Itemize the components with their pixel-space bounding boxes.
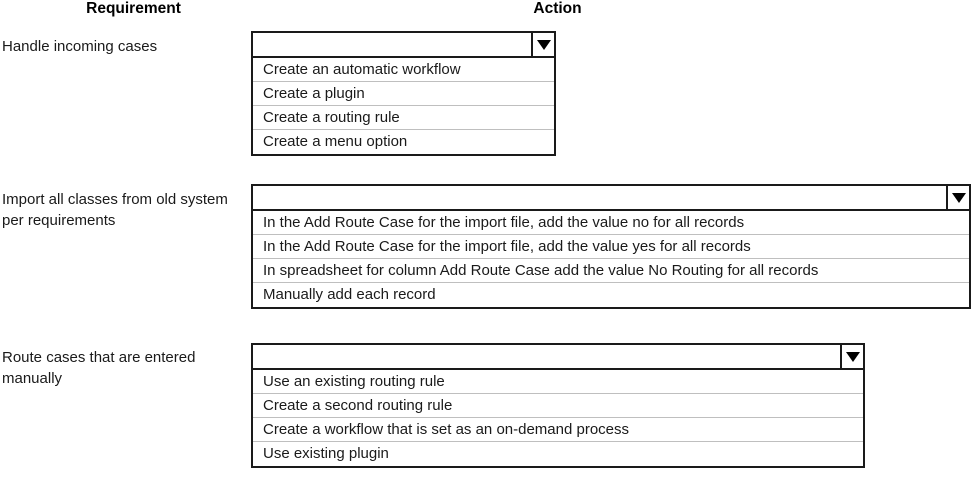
action-dropdown-2-option-list[interactable]: In the Add Route Case for the import fil… (251, 211, 971, 309)
column-header-action: Action (533, 0, 582, 17)
action-dropdown-3-option-list[interactable]: Use an existing routing rule Create a se… (251, 370, 865, 468)
action-dropdown-3-option-2[interactable]: Create a second routing rule (253, 394, 863, 418)
action-dropdown-3[interactable]: Use an existing routing rule Create a se… (251, 343, 865, 468)
action-dropdown-2-option-4[interactable]: Manually add each record (253, 283, 969, 307)
requirement-label-1: Handle incoming cases (2, 38, 158, 55)
chevron-down-icon (845, 351, 860, 362)
requirement-label-3: Route cases that are entered manually (2, 349, 196, 387)
action-dropdown-2-option-3[interactable]: In spreadsheet for column Add Route Case… (253, 259, 969, 283)
chevron-down-icon (951, 192, 966, 203)
column-header-requirement: Requirement (86, 0, 181, 17)
action-dropdown-2-option-1[interactable]: In the Add Route Case for the import fil… (253, 211, 969, 235)
chevron-down-icon (536, 39, 551, 50)
action-dropdown-3-option-3[interactable]: Create a workflow that is set as an on-d… (253, 418, 863, 442)
action-dropdown-3-option-1[interactable]: Use an existing routing rule (253, 370, 863, 394)
requirement-label-2: Import all classes from old system per r… (2, 191, 228, 229)
action-dropdown-1-option-4[interactable]: Create a menu option (253, 130, 554, 154)
action-dropdown-2-option-2[interactable]: In the Add Route Case for the import fil… (253, 235, 969, 259)
action-dropdown-2-combobox[interactable] (251, 184, 971, 211)
action-dropdown-3-combobox[interactable] (251, 343, 865, 370)
action-dropdown-3-toggle-button[interactable] (840, 345, 863, 368)
action-dropdown-2-selected-value[interactable] (253, 186, 946, 209)
action-dropdown-2-toggle-button[interactable] (946, 186, 969, 209)
action-dropdown-2[interactable]: In the Add Route Case for the import fil… (251, 184, 971, 309)
action-dropdown-1-option-2[interactable]: Create a plugin (253, 82, 554, 106)
action-dropdown-1[interactable]: Create an automatic workflow Create a pl… (251, 31, 556, 156)
action-dropdown-1-toggle-button[interactable] (531, 33, 554, 56)
action-dropdown-1-option-1[interactable]: Create an automatic workflow (253, 58, 554, 82)
action-dropdown-1-selected-value[interactable] (253, 33, 531, 56)
action-dropdown-1-option-3[interactable]: Create a routing rule (253, 106, 554, 130)
action-dropdown-1-option-list[interactable]: Create an automatic workflow Create a pl… (251, 58, 556, 156)
action-dropdown-3-option-4[interactable]: Use existing plugin (253, 442, 863, 466)
action-dropdown-1-combobox[interactable] (251, 31, 556, 58)
action-dropdown-3-selected-value[interactable] (253, 345, 840, 368)
